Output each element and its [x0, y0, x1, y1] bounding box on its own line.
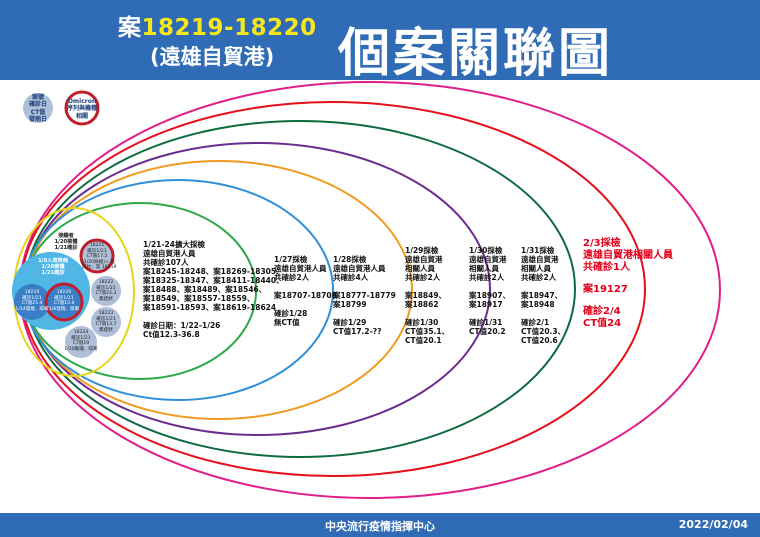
ring4-text: 1/29採檢 遠雄自貿港 相關人員 共確診2人 案18849、 案18862 確… — [405, 246, 450, 345]
node-18220 — [44, 282, 84, 322]
node-18219 — [14, 284, 50, 320]
node-18223-label: 18223 確診1/21 CT值13.7 無症狀 — [95, 311, 117, 333]
ring1-text: 1/21-24擴大採檢 遠雄自貿港人員 共確診107人 案18245-18248… — [143, 240, 284, 339]
case-numbers: 18219-18220 — [141, 15, 317, 41]
page-title: 個案關聯圖 — [338, 24, 614, 84]
node-18222-label: 18222 確診1/21 CT值22.3 無症狀 — [95, 280, 117, 302]
ring7-case: 案19127 — [583, 284, 628, 295]
cluster-big-label: 1/9入境帶病 1/20檢體 1/21確診 — [38, 258, 68, 277]
legend-omicron-bubble — [64, 90, 100, 126]
node-18221-label: 18221 確診1/21 CT值17.2 (1/20採檢)+ 陰 前往：案 18… — [82, 243, 117, 270]
legend-case-bubble — [23, 93, 53, 123]
cluster-small-label: 接觸者 1/20檢體 1/21確診 — [54, 233, 78, 252]
legend-omicron-label: Omicron 序列與機種 相關 — [66, 98, 97, 120]
node-18223 — [91, 307, 121, 337]
case-prefix: 案 — [118, 15, 142, 41]
node-18222 — [91, 276, 121, 306]
ring2-text: 1/27採檢 遠雄自貿港人員 共確診2人 案18707-18708 確診1/28… — [274, 255, 337, 327]
legend-case-label: 案號 確診日 CT值 發病日 — [28, 94, 47, 124]
ring7-date: 確診2/4 CT值24 — [583, 306, 622, 329]
footer-organization: 中央流行疫情指揮中心 — [325, 520, 435, 533]
node-18219-label: 18219 確診1/21 CT值25.4 1/14發燒、咳嗽 — [15, 290, 49, 312]
case-subtitle: (遠雄自貿港) — [150, 45, 275, 69]
ring5-text: 1/30採檢 遠雄自貿港 相關人員 共確診2人 案18907、 案18917 確… — [469, 246, 511, 336]
ring3-text: 1/28採檢 遠雄自貿港人員 共確診4人 案18777-18779 案18799… — [333, 255, 396, 336]
case-title: 案18219-18220 — [118, 8, 317, 42]
footer-date: 2022/02/04 — [678, 518, 748, 531]
ring6-text: 1/31採檢 遠雄自貿港 相關人員 共確診2人 案18947、 案18948 確… — [521, 246, 566, 345]
node-18224-label: 18224 確診1/21 CT值19 1/20喉嚨、咳嗽 — [64, 330, 98, 352]
node-18220-label: 18220 確診1/21 CT值15.6 1/6發燒、咳嗽 — [48, 290, 80, 312]
footer-bar: 中央流行疫情指揮中心 2022/02/04 — [0, 513, 760, 537]
header-bar: 案18219-18220 (遠雄自貿港) 個案關聯圖 — [0, 0, 760, 84]
node-18221 — [79, 238, 115, 274]
ring7-header: 2/3採檢 遠雄自貿港相關人員 共確診1人 — [583, 238, 673, 273]
node-18224 — [65, 326, 97, 358]
